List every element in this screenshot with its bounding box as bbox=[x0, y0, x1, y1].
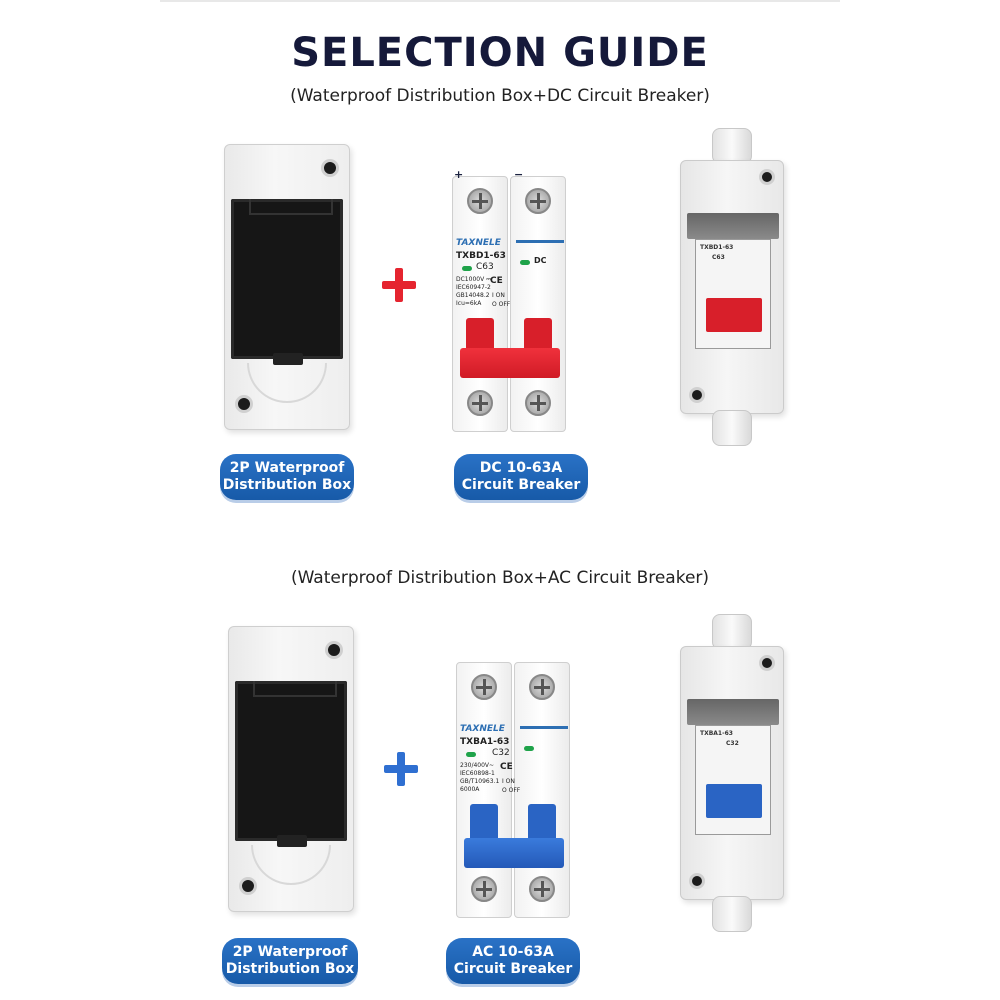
mount-hole-icon bbox=[239, 877, 257, 895]
off-label: O OFF bbox=[492, 301, 511, 308]
screw-icon bbox=[525, 188, 551, 214]
cable-gland-icon bbox=[712, 128, 752, 164]
red-toggle-handle bbox=[706, 298, 762, 332]
screw-icon bbox=[471, 674, 497, 700]
dc-section-subtitle: (Waterproof Distribution Box+DC Circuit … bbox=[290, 86, 710, 106]
positive-terminal-label: + bbox=[454, 168, 464, 181]
screw-icon bbox=[529, 674, 555, 700]
ac-section-subtitle: (Waterproof Distribution Box+AC Circuit … bbox=[290, 568, 710, 588]
mount-hole-icon bbox=[321, 159, 339, 177]
ce-mark: CE bbox=[500, 762, 513, 772]
box-window bbox=[235, 681, 347, 847]
top-divider bbox=[160, 0, 840, 2]
ce-mark: CE bbox=[490, 276, 503, 286]
status-indicator-icon bbox=[524, 746, 534, 751]
ac-breaker-label-badge: AC 10-63A Circuit Breaker bbox=[446, 938, 580, 984]
ac-box-label-badge: 2P Waterproof Distribution Box bbox=[222, 938, 358, 984]
dc-distribution-box-image bbox=[224, 144, 350, 430]
mount-hole-icon bbox=[689, 387, 705, 403]
brand-logo: TAXNELE bbox=[456, 238, 501, 248]
cable-gland-icon bbox=[712, 896, 752, 932]
brand-logo: TAXNELE bbox=[460, 724, 505, 734]
plus-icon bbox=[382, 268, 416, 302]
mount-hole-icon bbox=[325, 641, 343, 659]
spec-text: DC1000V ⎓ IEC60947-2 GB14048.2 Icu=6kA bbox=[456, 276, 491, 307]
page-title: SELECTION GUIDE bbox=[291, 30, 709, 76]
cable-gland-icon bbox=[712, 410, 752, 446]
screw-icon bbox=[525, 390, 551, 416]
ac-circuit-breaker-image: TAXNELE TXBA1-63 C32 230/400V~ IEC60898-… bbox=[456, 662, 572, 918]
red-toggle-handle bbox=[460, 348, 560, 378]
model-number: TXBD1-63 bbox=[456, 251, 506, 261]
mount-hole-icon bbox=[689, 873, 705, 889]
negative-terminal-label: − bbox=[514, 168, 524, 181]
mount-hole-icon bbox=[235, 395, 253, 413]
assembled-model-number: TXBA1-63 bbox=[700, 730, 733, 737]
screw-icon bbox=[467, 188, 493, 214]
plus-icon bbox=[384, 752, 418, 786]
blue-toggle-handle bbox=[706, 784, 762, 818]
breaker-type: DC bbox=[534, 256, 547, 265]
dc-breaker-label-badge: DC 10-63A Circuit Breaker bbox=[454, 454, 588, 500]
dc-assembled-unit-image: TXBD1-63 C63 bbox=[680, 128, 784, 446]
assembled-current-rating: C63 bbox=[712, 254, 725, 261]
assembled-current-rating: C32 bbox=[726, 740, 739, 747]
breaker-label-plate: TAXNELE TXBA1-63 C32 230/400V~ IEC60898-… bbox=[458, 724, 570, 802]
dc-circuit-breaker-image: + − TAXNELE TXBD1-63 C63 DC DC1000V ⎓ IE… bbox=[452, 168, 568, 432]
spec-text: 230/400V~ IEC60898-1 GB/T10963.1 6000A bbox=[460, 762, 500, 793]
cable-gland-icon bbox=[712, 614, 752, 650]
ac-distribution-box-image bbox=[228, 626, 354, 912]
blue-toggle-handle bbox=[464, 838, 564, 868]
model-number: TXBA1-63 bbox=[460, 737, 510, 747]
mount-hole-icon bbox=[759, 655, 775, 671]
on-label: I ON bbox=[502, 778, 515, 785]
status-indicator-icon bbox=[462, 266, 472, 271]
current-rating: C32 bbox=[492, 748, 510, 758]
current-rating: C63 bbox=[476, 262, 494, 272]
off-label: O OFF bbox=[502, 787, 521, 794]
status-indicator-icon bbox=[520, 260, 530, 265]
box-window bbox=[231, 199, 343, 365]
screw-icon bbox=[467, 390, 493, 416]
dc-box-label-badge: 2P Waterproof Distribution Box bbox=[220, 454, 354, 500]
on-label: I ON bbox=[492, 292, 505, 299]
breaker-label-plate: TAXNELE TXBD1-63 C63 DC DC1000V ⎓ IEC609… bbox=[454, 238, 566, 316]
status-indicator-icon bbox=[466, 752, 476, 757]
mount-hole-icon bbox=[759, 169, 775, 185]
ac-assembled-unit-image: TXBA1-63 C32 bbox=[680, 614, 784, 932]
screw-icon bbox=[529, 876, 555, 902]
screw-icon bbox=[471, 876, 497, 902]
assembled-model-number: TXBD1-63 bbox=[700, 244, 734, 251]
